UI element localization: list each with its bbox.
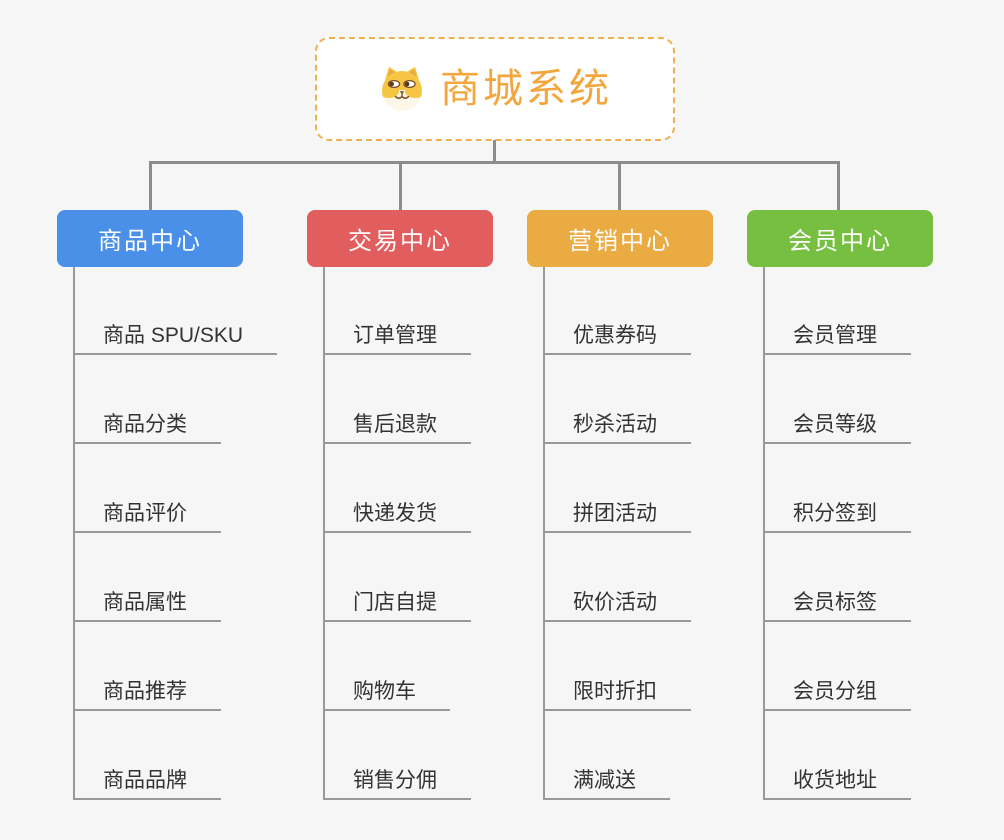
- topic-item[interactable]: 满减送: [543, 754, 670, 800]
- topic-item[interactable]: 会员管理: [763, 309, 911, 355]
- topic-item[interactable]: 限时折扣: [543, 665, 691, 711]
- topic-item[interactable]: 快递发货: [323, 487, 471, 533]
- topic-item[interactable]: 购物车: [323, 665, 450, 711]
- topic-item[interactable]: 优惠券码: [543, 309, 691, 355]
- connector-horizontal-rail: [149, 161, 840, 164]
- topic-item[interactable]: 会员分组: [763, 665, 911, 711]
- dog-face-icon: [382, 67, 422, 111]
- topic-item[interactable]: 订单管理: [323, 309, 471, 355]
- topic-item[interactable]: 售后退款: [323, 398, 471, 444]
- branch-spine-marketing: [543, 267, 545, 800]
- topic-item[interactable]: 商品 SPU/SKU: [73, 309, 278, 355]
- connector-drop-member: [837, 161, 840, 210]
- topic-item[interactable]: 会员标签: [763, 576, 911, 622]
- topic-item[interactable]: 商品属性: [73, 576, 221, 622]
- topic-item[interactable]: 商品推荐: [73, 665, 221, 711]
- connector-root-stub: [493, 140, 496, 162]
- root-node-mall-system[interactable]: 商城系统: [315, 37, 675, 141]
- branch-spine-trade: [323, 267, 325, 800]
- branch-spine-product: [73, 267, 75, 800]
- topic-item[interactable]: 商品评价: [73, 487, 221, 533]
- topic-item[interactable]: 商品分类: [73, 398, 221, 444]
- topic-item[interactable]: 收货地址: [763, 754, 911, 800]
- branch-header-marketing-center[interactable]: 营销中心: [527, 210, 713, 267]
- connector-drop-product: [149, 161, 152, 210]
- topic-item[interactable]: 砍价活动: [543, 576, 691, 622]
- topic-item[interactable]: 积分签到: [763, 487, 911, 533]
- connector-drop-trade: [399, 161, 402, 210]
- topic-item[interactable]: 销售分佣: [323, 754, 471, 800]
- branch-header-member-center[interactable]: 会员中心: [747, 210, 933, 267]
- branch-header-trade-center[interactable]: 交易中心: [307, 210, 493, 267]
- branch-header-product-center[interactable]: 商品中心: [57, 210, 243, 267]
- connector-drop-marketing: [618, 161, 621, 210]
- root-title: 商城系统: [440, 67, 612, 111]
- branch-spine-member: [763, 267, 765, 800]
- topic-item[interactable]: 商品品牌: [73, 754, 221, 800]
- topic-item[interactable]: 会员等级: [763, 398, 911, 444]
- topic-item[interactable]: 门店自提: [323, 576, 471, 622]
- topic-item[interactable]: 拼团活动: [543, 487, 691, 533]
- topic-item[interactable]: 秒杀活动: [543, 398, 691, 444]
